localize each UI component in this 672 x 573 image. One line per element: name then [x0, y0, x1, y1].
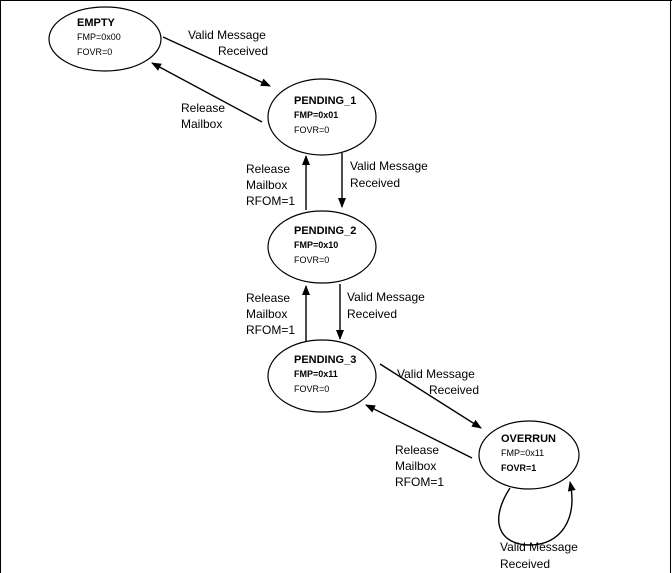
state-title: PENDING_2 [294, 225, 356, 237]
transition-label-line: Received [429, 383, 479, 397]
transition-arrow-p1-to-empty [151, 62, 263, 123]
state-register-value: FOVR=0 [294, 384, 329, 394]
transition-label-line: Received [350, 176, 400, 190]
state-ellipse [267, 339, 377, 413]
state-register-value: FOVR=0 [294, 255, 329, 265]
transition-overrun-self [498, 481, 576, 546]
transition-label-line: Valid Message [397, 367, 475, 381]
state-title: EMPTY [77, 17, 116, 29]
state-register-value: FMP=0x10 [294, 240, 338, 250]
transition-empty-to-p1 [162, 36, 271, 87]
state-register-value: FOVR=1 [501, 463, 536, 473]
transition-label-line: Valid Message [347, 290, 425, 304]
transition-label-line: Received [347, 307, 397, 321]
state-register-value: FMP=0x11 [501, 448, 544, 458]
state-ellipse [478, 420, 580, 490]
transition-label-line: RFOM=1 [395, 475, 444, 489]
transition-label-line: RFOM=1 [246, 323, 295, 337]
transition-label-line: Valid Message [350, 159, 428, 173]
transition-label-line: Valid Message [500, 540, 578, 554]
transition-label-line: Mailbox [181, 117, 222, 131]
transition-label-line: Release [246, 162, 290, 176]
state-ellipse [267, 78, 377, 156]
state-title: OVERRUN [501, 433, 556, 445]
state-register-value: FMP=0x00 [77, 32, 121, 42]
transition-arrow-overrun-to-p3 [365, 404, 473, 459]
state-title: PENDING_3 [294, 354, 356, 366]
transition-label-line: Received [500, 557, 550, 571]
transition-label-line: Mailbox [246, 178, 287, 192]
transition-label-line: Mailbox [395, 459, 436, 473]
state-ellipse [267, 210, 377, 284]
transition-label-line: Release [395, 443, 439, 457]
transition-label-line: Release [181, 101, 225, 115]
frame-top-border [0, 0, 672, 1]
frame-left-border [0, 0, 1, 573]
state-title: PENDING_1 [294, 95, 356, 107]
transition-p3-to-overrun [379, 363, 482, 429]
transition-label-line: Received [218, 44, 268, 58]
transition-label-line: Release [246, 291, 290, 305]
transition-arrow-empty-to-p1 [162, 36, 271, 87]
transition-p1-to-empty [151, 62, 263, 123]
frame-right-border [670, 0, 671, 573]
transition-arrow-overrun-self [498, 481, 576, 546]
transition-arrow-p3-to-overrun [379, 363, 482, 429]
state-register-value: FMP=0x11 [294, 369, 338, 379]
state-register-value: FOVR=0 [294, 125, 329, 135]
state-register-value: FOVR=0 [77, 47, 112, 57]
state-register-value: FMP=0x01 [294, 110, 338, 120]
transition-label-line: Valid Message [188, 28, 266, 42]
state-ellipse [48, 6, 162, 72]
transition-label-line: Mailbox [246, 307, 287, 321]
transition-overrun-to-p3 [365, 404, 473, 459]
transition-label-line: RFOM=1 [246, 194, 295, 208]
